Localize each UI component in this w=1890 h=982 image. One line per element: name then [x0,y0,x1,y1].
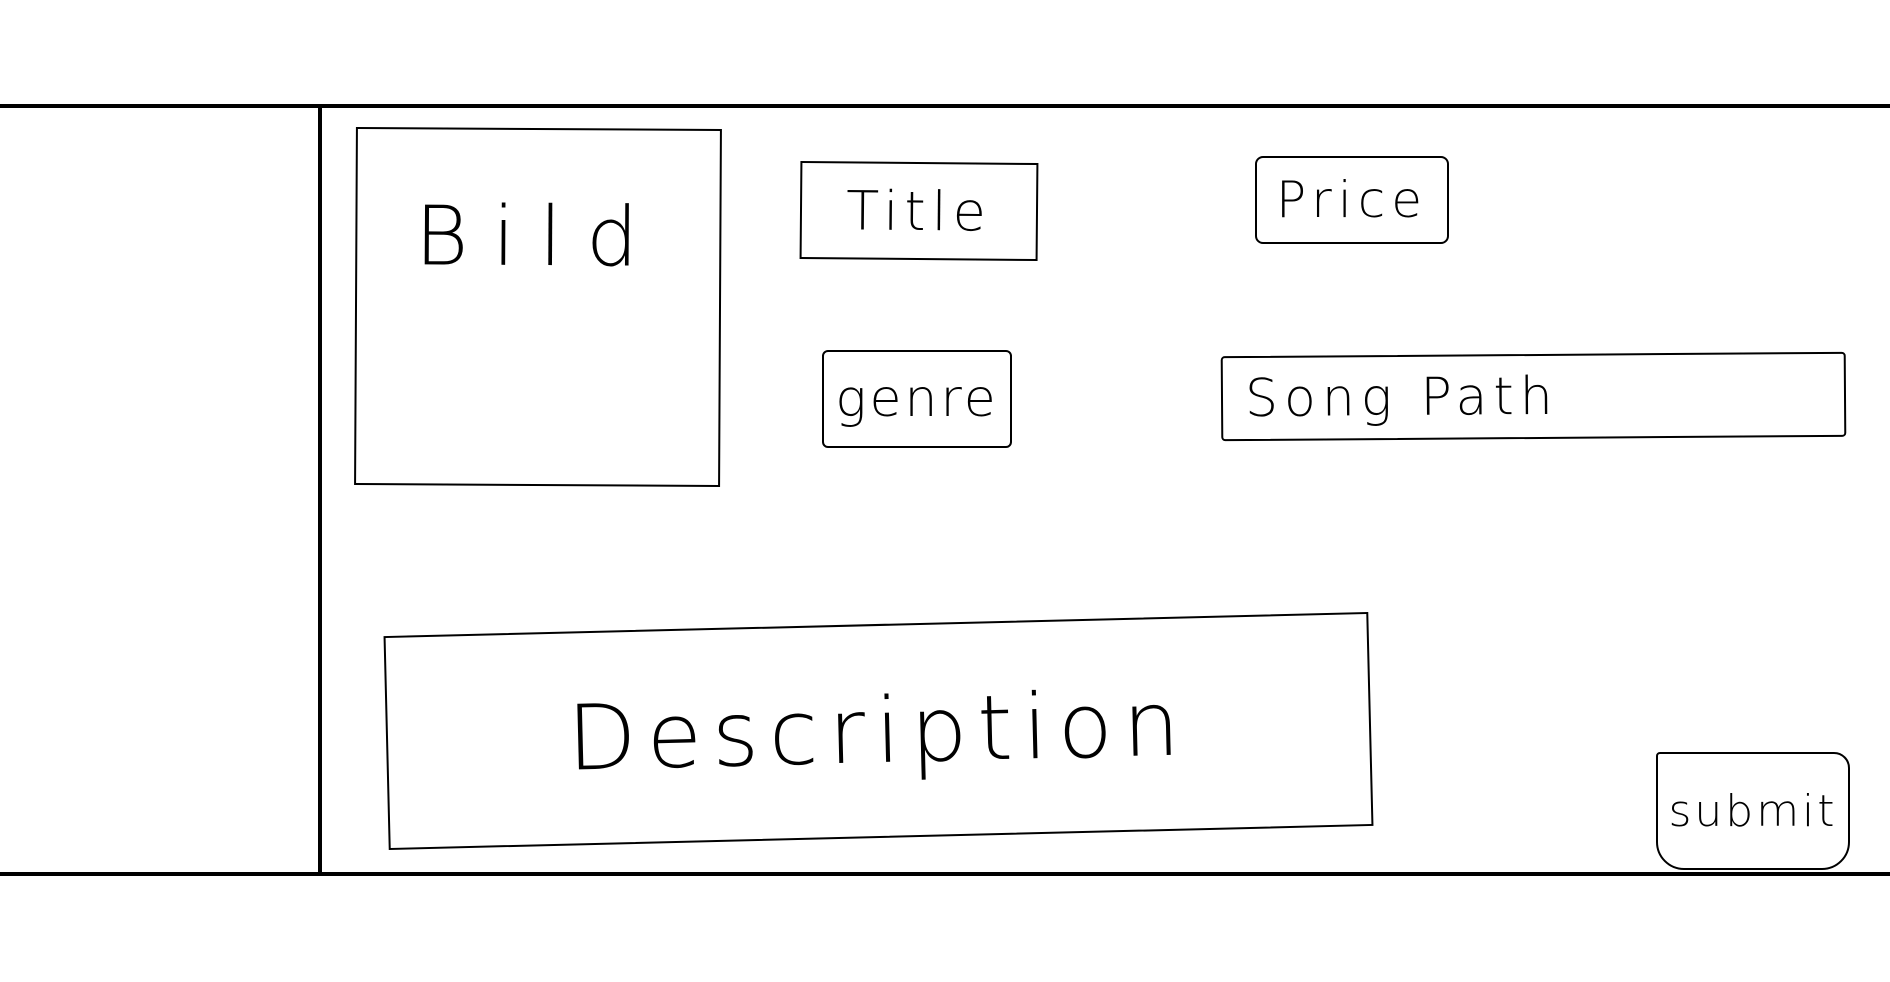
genre-field[interactable]: genre [822,350,1012,448]
song-path-label: Song Path [1244,366,1559,429]
submit-button[interactable]: submit [1656,752,1850,870]
title-label: Title [845,178,993,244]
bottom-border [0,872,1890,876]
sidebar [0,108,318,872]
top-border [0,104,1890,108]
description-label: Description [566,670,1191,792]
song-path-field[interactable]: Song Path [1220,351,1847,442]
sidebar-divider [318,108,322,874]
description-field[interactable]: Description [383,611,1374,851]
price-label: Price [1276,171,1428,229]
image-upload[interactable]: Bild [354,127,722,487]
price-field[interactable]: Price [1255,156,1449,244]
image-label: Bild [414,189,663,286]
submit-label: submit [1668,785,1838,837]
title-field[interactable]: Title [799,160,1039,262]
genre-label: genre [835,369,999,429]
